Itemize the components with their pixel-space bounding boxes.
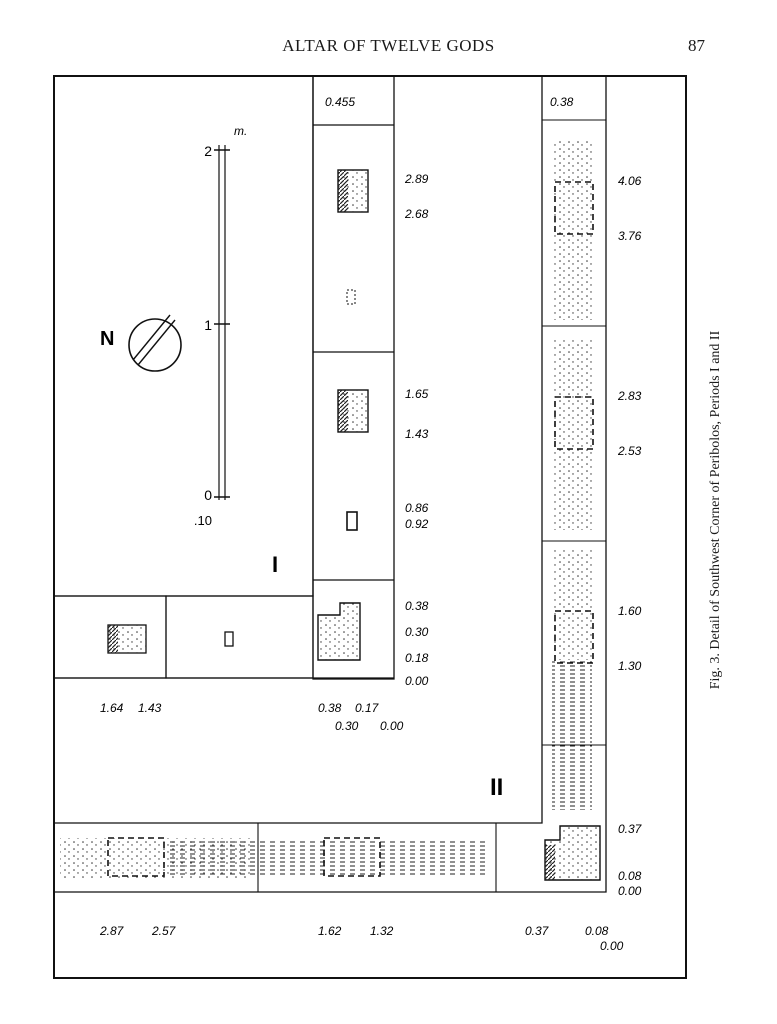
page-number: 87 xyxy=(688,36,705,55)
socket-3 xyxy=(554,610,594,664)
elevation-label: 0.92 xyxy=(405,517,429,531)
elevation-label: 2.89 xyxy=(404,172,429,186)
elevation-label: 0.00 xyxy=(380,719,404,733)
period-1-wall xyxy=(312,75,395,680)
period-1-label: I xyxy=(272,552,278,577)
elevation-label: 0.08 xyxy=(585,924,609,938)
socket-4 xyxy=(107,837,165,877)
figure-caption: Fig. 3. Detail of Southwest Corner of Pe… xyxy=(686,280,746,740)
width-label-1: 0.455 xyxy=(325,95,355,109)
north-arrow-circle xyxy=(128,318,182,372)
running-title: ALTAR OF TWELVE GODS xyxy=(282,36,495,55)
period-1-boundary xyxy=(54,76,314,597)
elevation-label: 0.86 xyxy=(405,501,429,515)
elevation-label: 0.38 xyxy=(405,599,429,613)
elevation-label: 1.32 xyxy=(370,924,394,938)
scale-tick-2: 2 xyxy=(204,143,212,159)
elevation-label: 0.38 xyxy=(318,701,342,715)
elevation-label: 0.08 xyxy=(618,869,642,883)
elevation-label: 2.83 xyxy=(617,389,642,403)
elevation-label: 0.00 xyxy=(600,939,624,953)
width-label-2: 0.38 xyxy=(550,95,574,109)
elevation-label: 1.65 xyxy=(405,387,429,401)
scale-tick-0: 0 xyxy=(204,487,212,503)
period-2-wall-outer xyxy=(54,76,607,893)
figure-caption-text: Fig. 3. Detail of Southwest Corner of Pe… xyxy=(708,330,723,690)
elevation-label: 1.62 xyxy=(318,924,342,938)
period-2-wall-inner xyxy=(54,76,543,824)
elevation-label: 0.30 xyxy=(405,625,429,639)
elevation-label: 2.57 xyxy=(151,924,177,938)
elevation-label: 0.30 xyxy=(335,719,359,733)
elevation-label: 0.18 xyxy=(405,651,429,665)
north-label: N xyxy=(100,328,114,350)
left-block-2 xyxy=(165,595,314,679)
elevation-label: 0.17 xyxy=(355,701,380,715)
elevation-label: 0.00 xyxy=(618,884,642,898)
socket-2 xyxy=(554,396,594,450)
elevation-label: 1.43 xyxy=(138,701,162,715)
socket-1 xyxy=(554,181,594,235)
elevation-label: 2.68 xyxy=(404,207,429,221)
elevation-label: 0.37 xyxy=(618,822,643,836)
period-2-label: II xyxy=(490,774,503,801)
socket-5 xyxy=(323,837,381,877)
elevation-label: 1.64 xyxy=(100,701,124,715)
elevation-label: 1.30 xyxy=(618,659,642,673)
elevation-label: 0.37 xyxy=(525,924,550,938)
elevation-label: 3.76 xyxy=(618,229,642,243)
page-header: ALTAR OF TWELVE GODS 87 xyxy=(0,36,777,60)
scale-unit: m. xyxy=(234,124,247,138)
scale-tick-tenths: .10 xyxy=(194,513,212,528)
scale-tick-1: 1 xyxy=(204,317,212,333)
elevation-label: 0.00 xyxy=(405,674,429,688)
elevation-label: 1.60 xyxy=(618,604,642,618)
elevation-label: 4.06 xyxy=(618,174,642,188)
elevation-label: 1.43 xyxy=(405,427,429,441)
elevation-label: 2.87 xyxy=(99,924,125,938)
elevation-label: 2.53 xyxy=(617,444,642,458)
